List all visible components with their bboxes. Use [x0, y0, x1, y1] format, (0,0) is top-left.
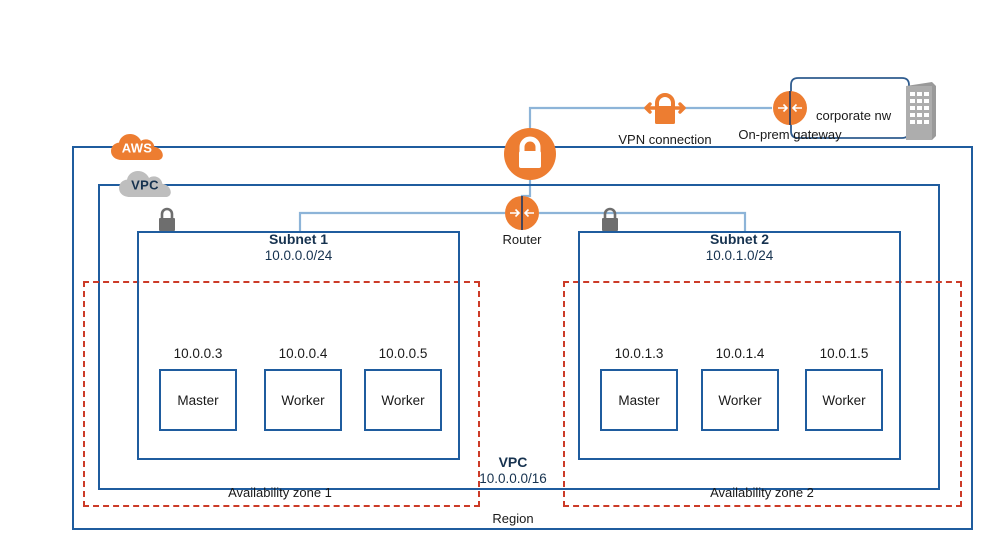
aws-cloud-label: AWS	[121, 140, 153, 156]
node-ip: 10.0.0.4	[278, 346, 328, 361]
subnet-2-cidr: 10.0.1.0/24	[705, 248, 774, 263]
vpn-connection-lock-arrows-icon[interactable]	[644, 90, 686, 133]
region-label: Region	[492, 511, 534, 526]
node-ip: 10.0.1.5	[819, 346, 869, 361]
subnet-1-cidr: 10.0.0.0/24	[264, 248, 333, 263]
node-ip: 10.0.1.3	[614, 346, 664, 361]
router-circle-arrows-icon[interactable]	[504, 195, 540, 236]
router-label: Router	[502, 232, 542, 247]
on-prem-gateway-label: On-prem gateway	[738, 127, 842, 142]
subnet-2-title: Subnet 2	[709, 231, 770, 247]
vpn-connection-label: VPN connection	[618, 132, 712, 147]
gateway-circle-arrows-icon[interactable]	[772, 90, 808, 131]
node-box[interactable]: Worker	[701, 369, 779, 431]
server-building-icon	[902, 82, 940, 145]
vpc-footer-name: VPC	[498, 454, 528, 470]
vpc-footer-cidr: 10.0.0.0/16	[479, 471, 547, 486]
availability-zone-2-label: Availability zone 2	[710, 485, 814, 500]
subnet-1-boundary	[137, 231, 460, 460]
corporate-nw-label: corporate nw	[816, 108, 892, 123]
node-box[interactable]: Worker	[364, 369, 442, 431]
subnet-2-boundary	[578, 231, 901, 460]
vpc-cloud-label: VPC	[131, 177, 159, 193]
aws-cloud-icon: AWS	[110, 133, 164, 163]
vpc-boundary	[98, 184, 940, 490]
vpn-gateway-lock-icon[interactable]	[503, 127, 557, 186]
node-box[interactable]: Master	[159, 369, 237, 431]
node-ip: 10.0.0.3	[173, 346, 223, 361]
availability-zone-2-boundary	[563, 281, 962, 507]
availability-zone-1-boundary	[83, 281, 480, 507]
node-ip: 10.0.1.4	[715, 346, 765, 361]
subnet-1-title: Subnet 1	[268, 231, 329, 247]
node-ip: 10.0.0.5	[378, 346, 428, 361]
vpc-cloud-icon: VPC	[118, 170, 172, 200]
padlock-icon	[155, 206, 179, 239]
node-box[interactable]: Master	[600, 369, 678, 431]
availability-zone-1-label: Availability zone 1	[228, 485, 332, 500]
node-box[interactable]: Worker	[264, 369, 342, 431]
node-box[interactable]: Worker	[805, 369, 883, 431]
padlock-icon	[598, 206, 622, 239]
